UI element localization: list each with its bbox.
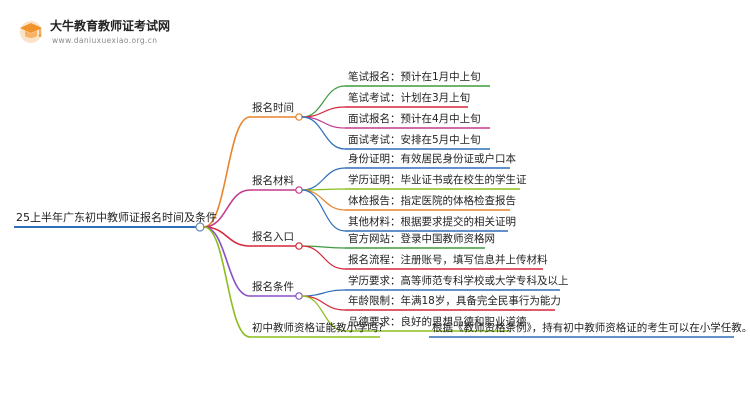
branch-connector-2 — [203, 226, 251, 247]
leaf-node: 其他材料：根据要求提交的相关证明 — [348, 216, 516, 228]
leaf-connector — [301, 116, 346, 150]
leaf-node: 笔试考试：计划在3月上旬 — [348, 92, 471, 104]
branch-node: 报名条件 — [252, 281, 294, 293]
branch-connector-dot-0 — [295, 113, 303, 121]
leaf-node: 官方网站：登录中国教师资格网 — [348, 233, 495, 245]
branch-connector-dot-2 — [295, 242, 303, 250]
branch-connector-4 — [203, 226, 251, 338]
leaf-node: 学历要求：高等师范专科学校或大学专科及以上 — [348, 275, 569, 287]
leaf-node: 报名流程：注册账号，填写信息并上传材料 — [348, 254, 548, 266]
leaf-node: 学历证明：毕业证书或在校生的学生证 — [348, 174, 527, 186]
leaf-node: 笔试报名：预计在1月中上旬 — [348, 71, 481, 83]
leaf-connector — [301, 189, 346, 211]
branch-connector-0 — [203, 116, 251, 228]
leaf-node: 品德要求：良好的思想品德和职业道德 — [348, 316, 527, 328]
leaf-connector — [301, 189, 346, 232]
branch-node: 初中教师资格证能教小学吗? — [252, 322, 384, 334]
brand-url: www.daniuxuexiao.org.cn — [52, 36, 158, 45]
leaf-connector — [301, 295, 346, 311]
leaf-node: 面试考试：安排在5月中上旬 — [348, 134, 481, 146]
root-node: 25上半年广东初中教师证报名时间及条件 — [16, 211, 217, 224]
brand-title: 大牛教育教师证考试网 — [50, 19, 171, 33]
branch-node: 报名材料 — [252, 175, 294, 187]
graduation-cap-logo-icon — [20, 21, 42, 43]
leaf-connector — [301, 245, 346, 270]
branch-connector-dot-3 — [295, 292, 303, 300]
leaf-node: 年龄限制：年满18岁，具备完全民事行为能力 — [348, 295, 561, 307]
branch-connector-1 — [203, 189, 251, 228]
leaf-node: 面试报名：预计在4月中上旬 — [348, 113, 481, 125]
leaf-node: 根据《教师资格条例》，持有初中教师资格证的考生可以在小学任教。 — [432, 322, 750, 334]
leaf-connector — [301, 167, 346, 191]
leaf-connector — [301, 289, 346, 297]
leaf-connector — [301, 295, 346, 332]
branch-node: 报名入口 — [252, 231, 294, 243]
branch-node: 报名时间 — [252, 102, 294, 114]
branch-connector-dot-1 — [295, 186, 303, 194]
leaf-node: 身份证明：有效居民身份证或户口本 — [348, 153, 516, 165]
leaf-node: 体检报告：指定医院的体格检查报告 — [348, 195, 516, 207]
